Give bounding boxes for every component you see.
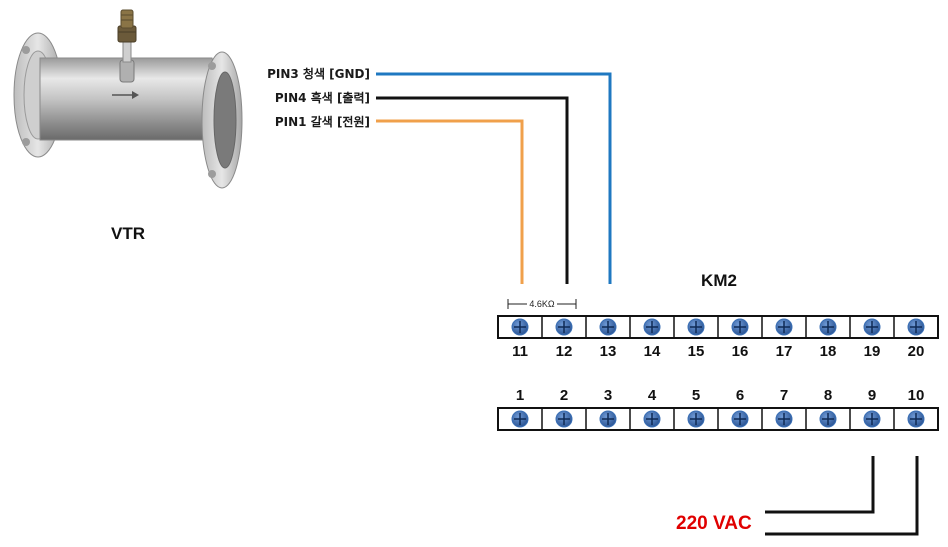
terminal-strip-top: 11 12 13 14 15 16 17 18 19 20 xyxy=(497,315,939,360)
terminal-number-11: 11 xyxy=(512,343,528,360)
terminal-number-8: 8 xyxy=(824,387,832,404)
terminal-screw-14 xyxy=(643,318,661,336)
pin3-label: PIN3 청색 [GND] xyxy=(267,66,370,81)
resistor-indicator xyxy=(507,297,577,310)
terminal-screw-18 xyxy=(819,318,837,336)
terminal-number-13: 13 xyxy=(600,343,617,360)
terminal-screw-16 xyxy=(731,318,749,336)
terminal-number-20: 20 xyxy=(908,343,925,360)
terminal-screw-12 xyxy=(555,318,573,336)
terminal-number-2: 2 xyxy=(560,387,568,404)
terminal-screw-4 xyxy=(643,410,661,428)
terminal-screw-15 xyxy=(687,318,705,336)
terminal-screw-5 xyxy=(687,410,705,428)
terminal-screw-13 xyxy=(599,318,617,336)
power-wire-10 xyxy=(765,456,919,536)
terminal-number-16: 16 xyxy=(732,343,749,360)
device-name: VTR xyxy=(111,224,145,243)
wire-orange-power xyxy=(376,119,524,284)
power-wire-9 xyxy=(765,456,875,514)
terminal-screw-3 xyxy=(599,410,617,428)
terminal-screw-10 xyxy=(907,410,925,428)
terminal-number-5: 5 xyxy=(692,387,700,404)
terminal-number-19: 19 xyxy=(864,343,881,360)
terminal-screw-1 xyxy=(511,410,529,428)
terminal-number-1: 1 xyxy=(516,387,524,404)
terminal-screw-2 xyxy=(555,410,573,428)
terminal-number-7: 7 xyxy=(780,387,788,404)
terminal-number-4: 4 xyxy=(648,387,657,404)
terminal-screw-17 xyxy=(775,318,793,336)
terminal-strip-bottom: 1 2 3 4 5 6 7 8 9 10 xyxy=(497,387,939,431)
wire-blue-gnd xyxy=(376,72,612,284)
resistor-label: 4.6KΩ xyxy=(529,299,555,309)
terminal-number-9: 9 xyxy=(868,387,876,404)
wire-black-output xyxy=(376,96,569,284)
power-label: 220 VAC xyxy=(676,513,752,534)
terminal-number-18: 18 xyxy=(820,343,837,360)
terminal-screw-7 xyxy=(775,410,793,428)
terminal-number-3: 3 xyxy=(604,387,612,404)
terminal-screw-20 xyxy=(907,318,925,336)
terminal-number-15: 15 xyxy=(688,343,705,360)
terminal-screw-9 xyxy=(863,410,881,428)
terminal-number-14: 14 xyxy=(644,343,661,360)
terminal-number-12: 12 xyxy=(556,343,573,360)
terminal-number-17: 17 xyxy=(776,343,793,360)
terminal-block-name: KM2 xyxy=(701,271,737,290)
terminal-screw-19 xyxy=(863,318,881,336)
terminal-screw-11 xyxy=(511,318,529,336)
terminal-screw-8 xyxy=(819,410,837,428)
flow-meter-image xyxy=(13,9,243,189)
pin1-label: PIN1 갈색 [전원] xyxy=(275,114,370,129)
pin4-label: PIN4 흑색 [출력] xyxy=(275,90,370,105)
terminal-number-6: 6 xyxy=(736,387,744,404)
terminal-number-10: 10 xyxy=(908,387,925,404)
terminal-screw-6 xyxy=(731,410,749,428)
